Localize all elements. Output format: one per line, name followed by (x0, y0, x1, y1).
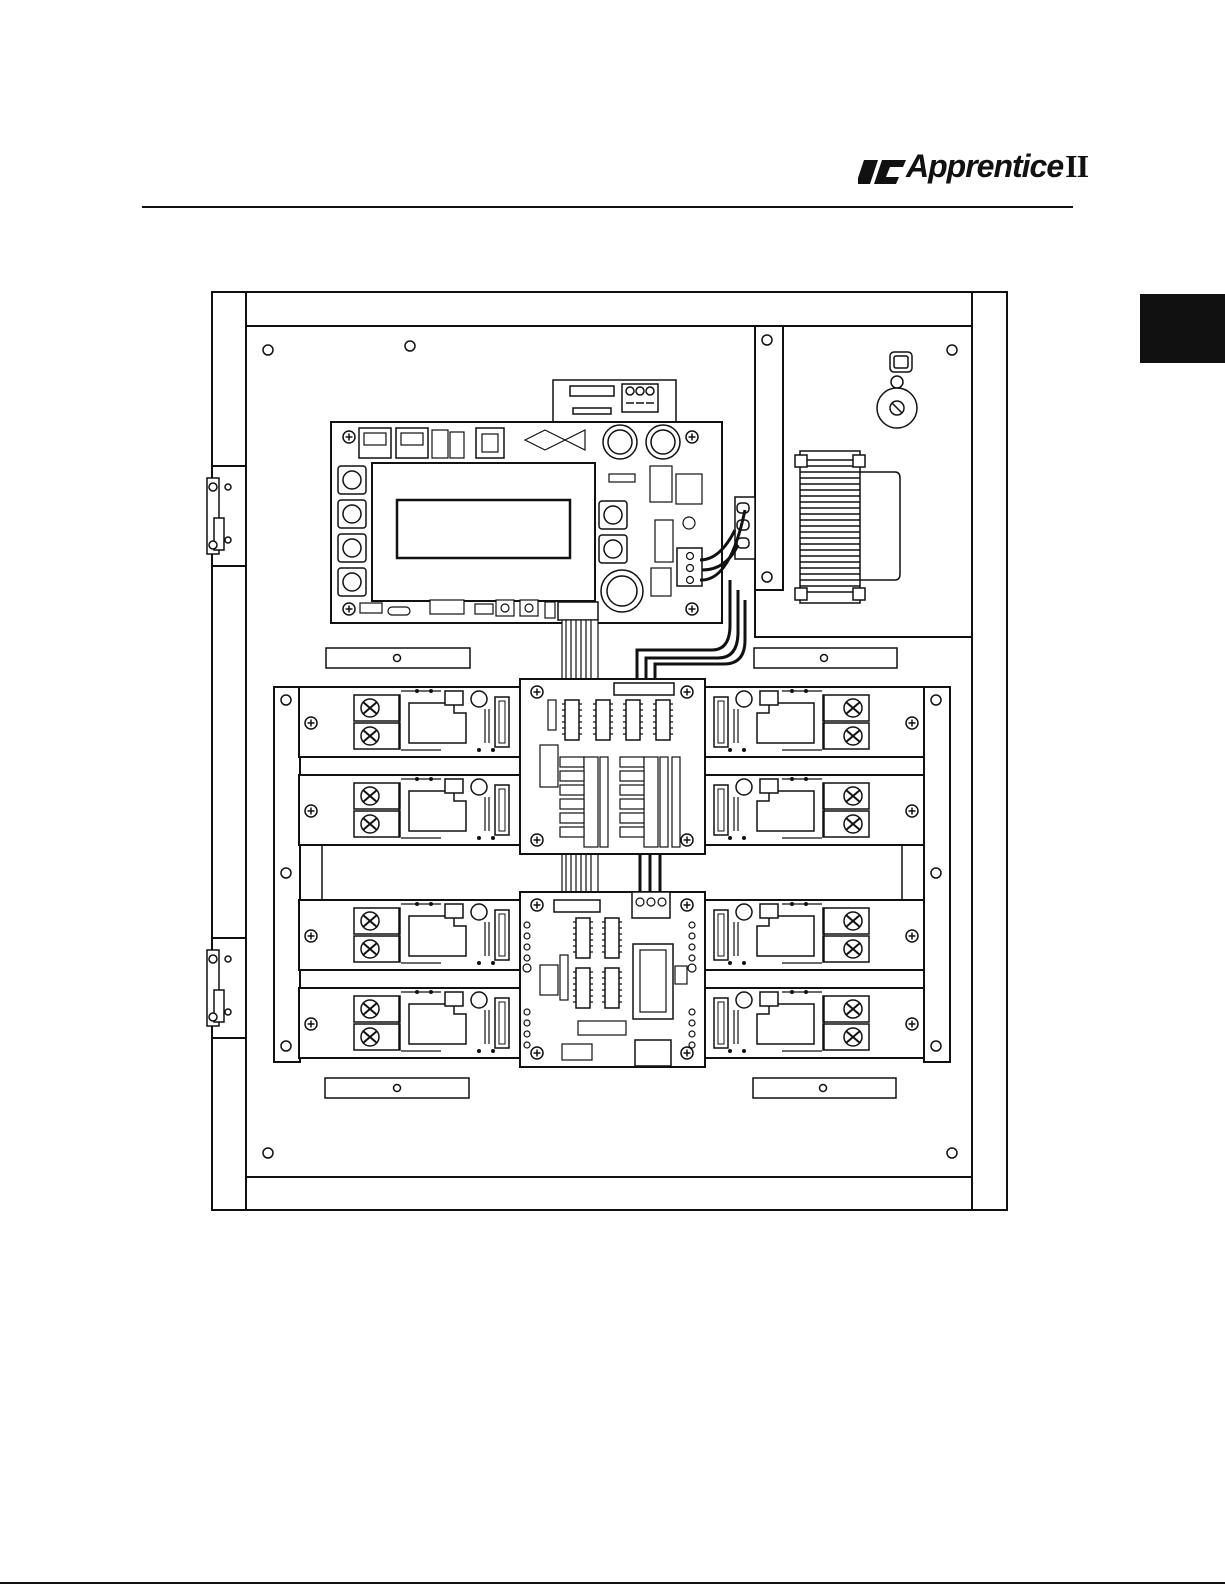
relay-driver-board-upper (520, 679, 705, 854)
ground-lug (877, 352, 917, 428)
top-connector-board (553, 380, 676, 422)
controller-board (331, 422, 722, 623)
hinges (207, 478, 231, 1026)
relay-driver-board-lower (520, 892, 705, 1067)
relay-modules-left (299, 687, 521, 1058)
relay-modules-right (702, 687, 924, 1058)
transformer (735, 451, 900, 603)
